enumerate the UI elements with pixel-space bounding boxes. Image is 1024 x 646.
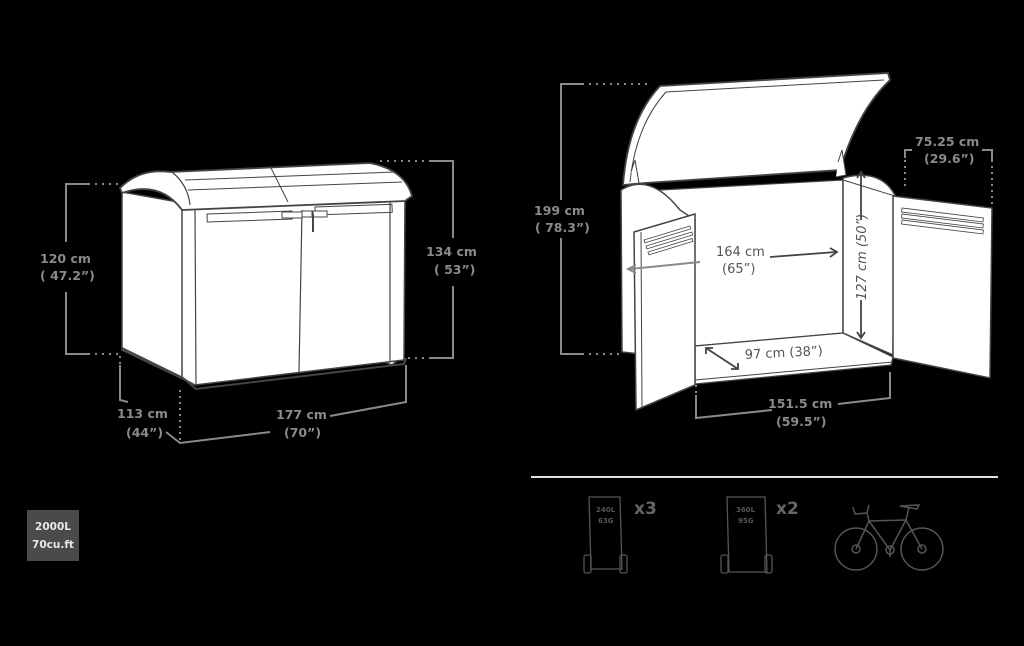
width-in: (70”) [284, 425, 321, 440]
interior-width-cm: 164 cm [716, 245, 765, 260]
width-cm: 177 cm [276, 407, 327, 422]
height-total-in: ( 53”) [434, 262, 475, 277]
height-body-in: ( 47.2”) [40, 268, 95, 283]
bin-2-label-gallons: 95G [738, 517, 754, 525]
bin-2-label-liters: 360L [736, 506, 756, 514]
door-width-in: (29.6”) [924, 151, 974, 166]
interior-height: 127 cm (50”) [855, 214, 870, 300]
door-opening-cm: 151.5 cm [768, 396, 832, 411]
bin-1-label-liters: 240L [596, 506, 616, 514]
capacity-liters: 2000L [35, 520, 71, 533]
height-total-cm: 134 cm [426, 244, 477, 259]
capacity-badge: 2000L 70cu.ft [27, 510, 79, 561]
depth-cm: 113 cm [117, 406, 168, 421]
wheelie-bin-icon [583, 496, 628, 574]
interior-depth: 97 cm (38”) [744, 344, 823, 363]
wheelie-bin-icon [720, 496, 773, 574]
height-body-cm: 120 cm [40, 251, 91, 266]
depth-in: (44”) [126, 425, 163, 440]
closed-dimension-lines [65, 160, 454, 445]
interior-arrows [705, 170, 866, 370]
closed-shed-illustration [118, 162, 414, 391]
capacity-cuft: 70cu.ft [32, 538, 74, 551]
door-width-cm: 75.25 cm [915, 134, 979, 149]
open-dimension-lines [560, 83, 993, 420]
bin-1-quantity: x3 [634, 499, 657, 519]
open-shed-illustration [620, 72, 993, 412]
bicycle-icon [834, 504, 944, 571]
interior-width-in: (65”) [722, 262, 755, 277]
door-opening-in: (59.5”) [776, 414, 826, 429]
bin-1-label-gallons: 63G [598, 517, 614, 525]
height-open-cm: 199 cm [534, 203, 585, 218]
bin-2-quantity: x2 [776, 499, 799, 519]
height-open-in: ( 78.3”) [535, 220, 590, 235]
